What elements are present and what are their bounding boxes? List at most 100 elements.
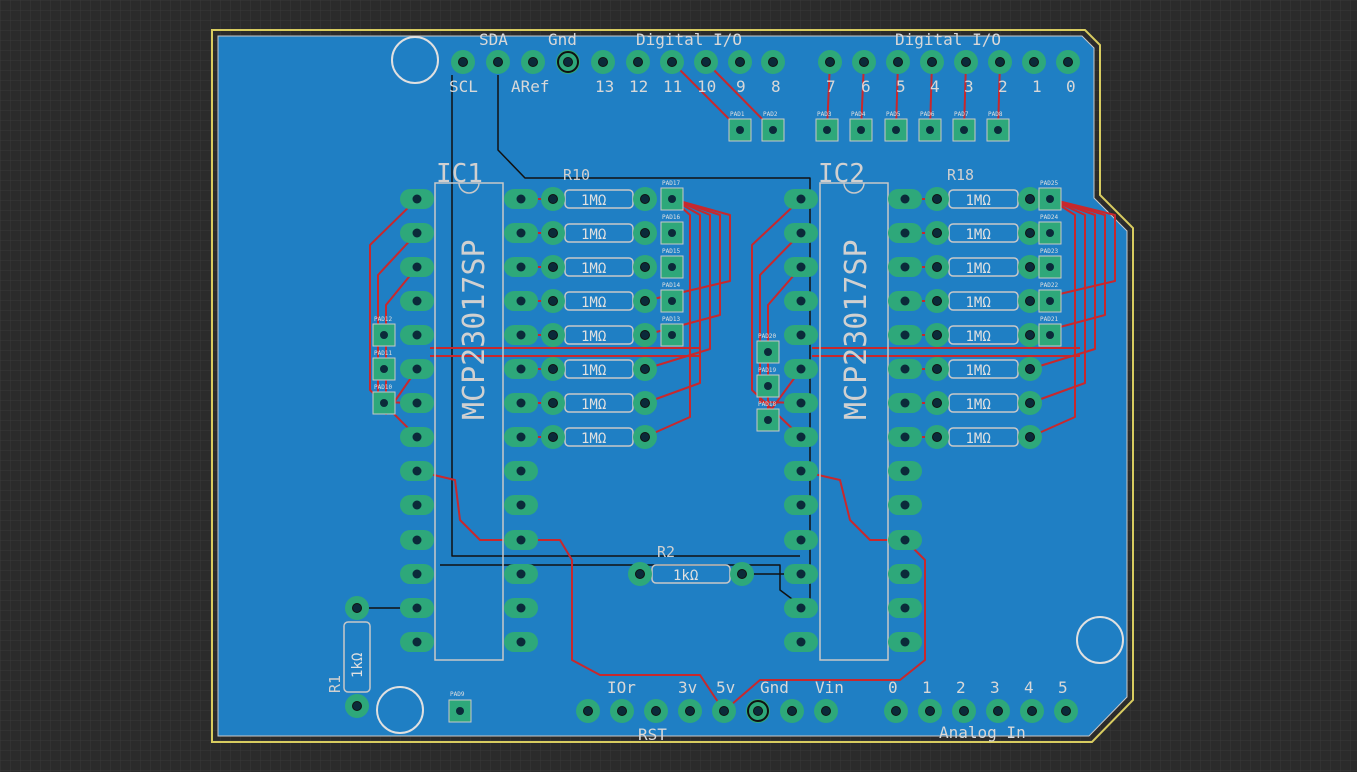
header-pin-drill: [925, 706, 935, 716]
pin-label: 12: [629, 77, 648, 96]
side-pad-drill: [380, 399, 388, 407]
ic2-pin-drill: [796, 228, 806, 238]
trace: [723, 539, 926, 712]
resistor-pad-drill: [668, 195, 676, 203]
resistor-pin-drill: [1025, 330, 1035, 340]
pin-label: 5: [896, 77, 906, 96]
pin-label: 3: [964, 77, 974, 96]
ic2-pin-drill: [796, 535, 806, 545]
ic1-pin-drill: [412, 364, 422, 374]
pin-label: 6: [861, 77, 871, 96]
trace: [451, 75, 800, 557]
side-pad-drill: [380, 365, 388, 373]
ic2-pin-drill: [796, 466, 806, 476]
label-analog-in: Analog In: [939, 723, 1026, 742]
resistor-value: 1MΩ: [581, 295, 606, 311]
pin-label: 0: [1066, 77, 1076, 96]
header-pin-drill: [651, 706, 661, 716]
pad-label: PAD17: [662, 180, 680, 187]
label-sda: SDA: [479, 30, 508, 49]
pad-label: PAD22: [1040, 282, 1058, 289]
resistor-pin-drill: [548, 398, 558, 408]
resistor-pad-drill: [668, 263, 676, 271]
ic1-pin-drill: [412, 535, 422, 545]
ic2-pin-drill: [796, 194, 806, 204]
resistor-pin-drill: [548, 296, 558, 306]
pad-label: PAD15: [662, 248, 680, 255]
ic1-pin-drill: [516, 432, 526, 442]
trace: [497, 75, 811, 600]
ic1-pin-drill: [516, 296, 526, 306]
ic2-pin-drill: [796, 262, 806, 272]
resistor-value: 1MΩ: [966, 397, 991, 413]
resistor-value: 1MΩ: [581, 329, 606, 345]
trace: [440, 564, 801, 606]
r2-ref-label: R2: [657, 543, 675, 561]
ic1-pin-drill: [412, 569, 422, 579]
resistor-pin-drill: [932, 262, 942, 272]
ic2-pin-drill: [796, 500, 806, 510]
pin-label: 2: [956, 678, 966, 697]
ic1-pin-drill: [516, 569, 526, 579]
ic2-pin-drill: [900, 535, 910, 545]
board-copper-fill: [217, 35, 1128, 737]
header-pin-drill: [563, 57, 573, 67]
ic1-pin-drill: [516, 262, 526, 272]
resistor-pin-drill: [932, 296, 942, 306]
resistor-pin-drill: [640, 262, 650, 272]
bottom-pad-drill: [456, 707, 464, 715]
resistor-pin-drill: [640, 432, 650, 442]
r1-ref-label: R1: [326, 675, 344, 693]
ic2-pin-drill: [900, 500, 910, 510]
ic1-pin-drill: [516, 603, 526, 613]
header-pin-drill: [685, 706, 695, 716]
pad-label: PAD8: [988, 111, 1003, 118]
pad-label: PAD25: [1040, 180, 1058, 187]
pin-label: 5v: [716, 678, 735, 697]
resistor-pad-drill: [668, 331, 676, 339]
ic-notch: [458, 182, 480, 194]
top-pad-drill: [926, 126, 934, 134]
header-pin-drill: [961, 57, 971, 67]
resistor-pin-drill: [640, 364, 650, 374]
header-pin-drill: [1029, 57, 1039, 67]
resistor-pin-drill: [640, 330, 650, 340]
resistor-pin-drill: [1025, 364, 1035, 374]
resistor-pin-drill: [1025, 228, 1035, 238]
ic1-pin-drill: [412, 262, 422, 272]
header-pin-drill: [825, 57, 835, 67]
ic1-pin-drill: [516, 364, 526, 374]
pad-label: PAD24: [1040, 214, 1058, 221]
resistor-pin-drill: [640, 398, 650, 408]
pad-label: PAD13: [662, 316, 680, 323]
resistor-pin-drill: [548, 262, 558, 272]
side-pad-drill: [380, 331, 388, 339]
ic2-pin-drill: [900, 330, 910, 340]
header-pin-drill: [995, 57, 1005, 67]
pin-label: 11: [663, 77, 682, 96]
ic1-pin-drill: [516, 500, 526, 510]
trace: [1029, 198, 1116, 302]
header-pin-drill: [787, 706, 797, 716]
ground-ring: [557, 51, 579, 73]
header-pin-drill: [667, 57, 677, 67]
resistor-pin-drill: [932, 432, 942, 442]
header-pin-drill: [598, 57, 608, 67]
resistor-pin-drill: [1025, 262, 1035, 272]
top-pad-drill: [994, 126, 1002, 134]
ic2-pin-drill: [900, 398, 910, 408]
resistor-pin-drill: [932, 228, 942, 238]
pin-label: 13: [595, 77, 614, 96]
trace: [1029, 198, 1096, 370]
ic1-pin-drill: [412, 466, 422, 476]
resistor-pin-drill: [548, 194, 558, 204]
header-pin-drill: [821, 706, 831, 716]
top-pad-drill: [857, 126, 865, 134]
resistor-value: 1MΩ: [966, 193, 991, 209]
resistor-pin-drill: [640, 194, 650, 204]
header-pin-drill: [753, 706, 763, 716]
resistor-pad-drill: [1046, 195, 1054, 203]
ic1-pin-drill: [412, 398, 422, 408]
mounting-hole: [1076, 616, 1124, 664]
pad-label: PAD11: [374, 350, 392, 357]
